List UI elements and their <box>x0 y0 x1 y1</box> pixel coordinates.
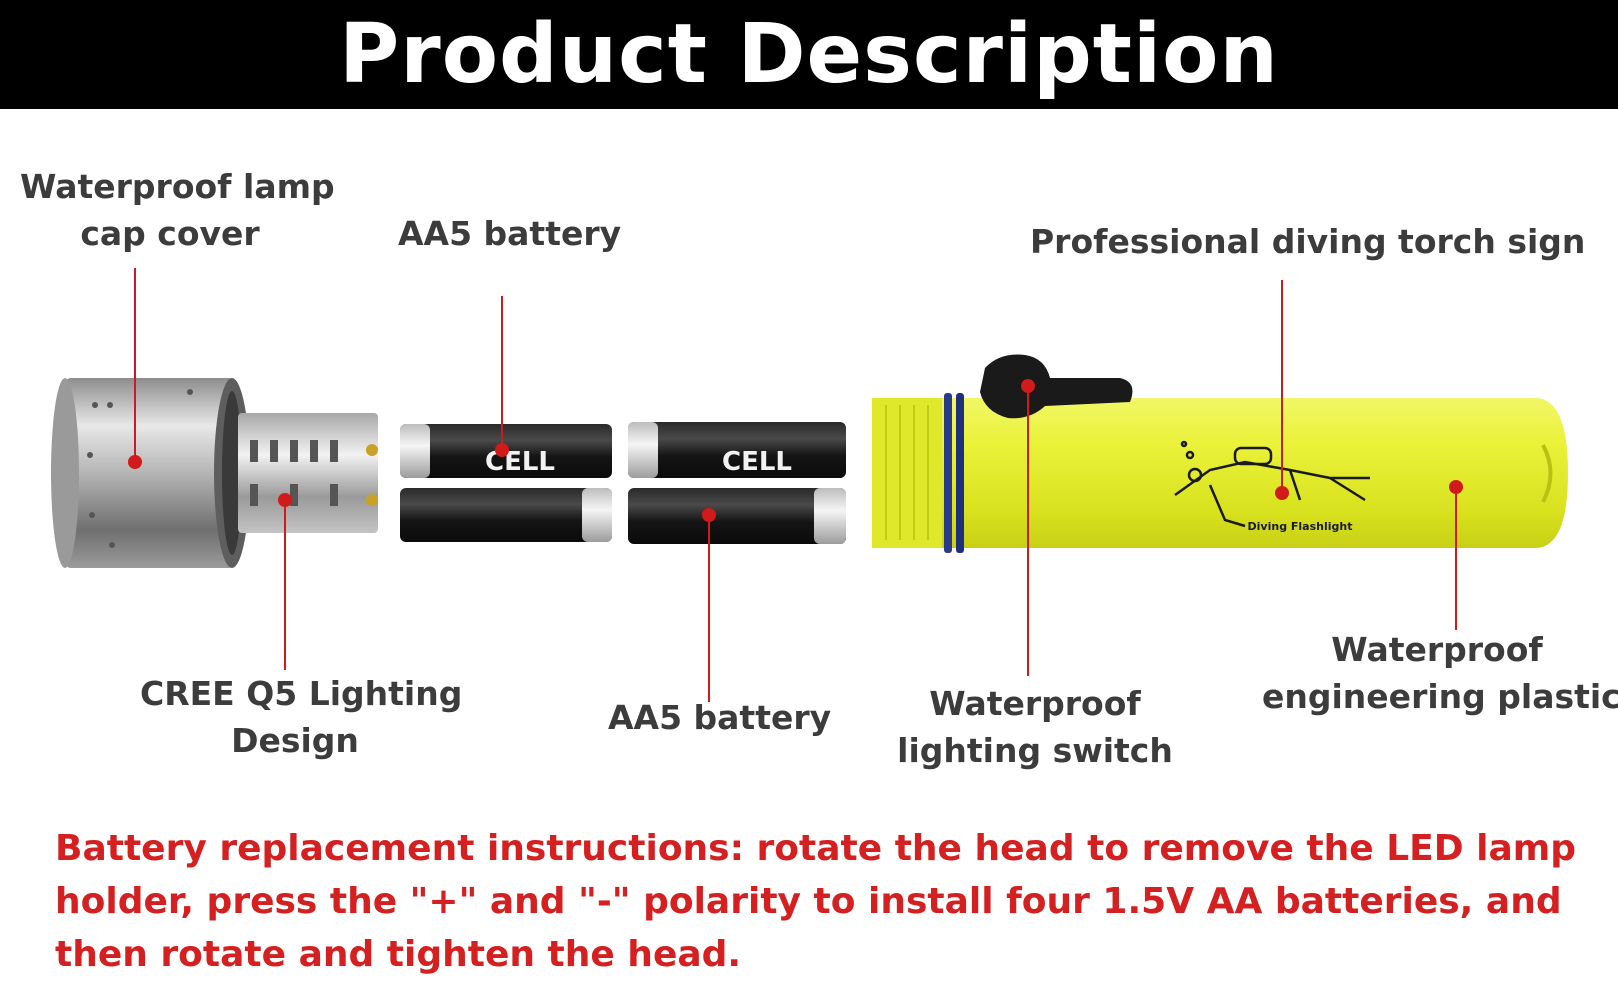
label-engineering-plastics: Waterproof engineering plastics <box>1262 626 1618 720</box>
marker-dot-battery-bottom <box>702 508 716 522</box>
label-switch-line2: lighting switch <box>897 731 1173 770</box>
leader-line-cree <box>284 500 286 670</box>
header-banner: Product Description <box>0 0 1618 109</box>
leader-line-lamp-cap <box>134 268 136 460</box>
label-plastics-line2: engineering plastics <box>1262 677 1618 716</box>
led-lamp-holder <box>238 413 378 533</box>
label-plastics-line1: Waterproof <box>1331 630 1543 669</box>
lighting-switch <box>980 354 1133 419</box>
lamp-cap-cover <box>51 378 250 568</box>
label-battery-top: AA5 battery <box>398 214 622 253</box>
marker-dot-cree <box>278 493 292 507</box>
torch-print-label: Diving Flashlight <box>1248 520 1353 533</box>
page-title: Product Description <box>339 6 1279 102</box>
label-lamp-cap-line1: Waterproof lamp <box>20 167 335 206</box>
label-battery-bottom: AA5 battery <box>608 698 832 737</box>
label-torch-sign: Professional diving torch sign <box>1030 222 1586 261</box>
marker-dot-torch-sign <box>1275 486 1289 500</box>
label-switch-line1: Waterproof <box>929 684 1141 723</box>
battery-instructions: Battery replacement instructions: rotate… <box>55 828 1577 975</box>
battery-pack-left: CELL <box>400 424 612 542</box>
torch-body <box>872 393 1568 553</box>
label-lamp-cap-cover: Waterproof lamp cap cover <box>20 163 335 257</box>
marker-dot-switch <box>1021 379 1035 393</box>
leader-line-battery-top <box>501 296 503 448</box>
label-lighting-switch: Waterproof lighting switch <box>890 680 1180 774</box>
marker-dot-plastics <box>1449 480 1463 494</box>
marker-dot-lamp-cap <box>128 455 142 469</box>
label-lamp-cap-line2: cap cover <box>80 214 260 253</box>
diver-sign: Diving Flashlight <box>1174 440 1370 533</box>
label-cree-line1: CREE Q5 Lighting <box>140 674 463 713</box>
label-cree-q5: CREE Q5 Lighting Design <box>140 670 463 764</box>
leader-line-torch-sign <box>1281 280 1283 492</box>
leader-line-plastics <box>1455 486 1457 630</box>
marker-dot-battery-top <box>495 443 509 457</box>
battery-brand-label: CELL <box>722 447 792 477</box>
battery-pack-right: CELL <box>628 422 846 544</box>
leader-line-switch <box>1027 386 1029 676</box>
leader-line-battery-bottom <box>708 514 710 702</box>
label-cree-line2: Design <box>231 721 359 760</box>
